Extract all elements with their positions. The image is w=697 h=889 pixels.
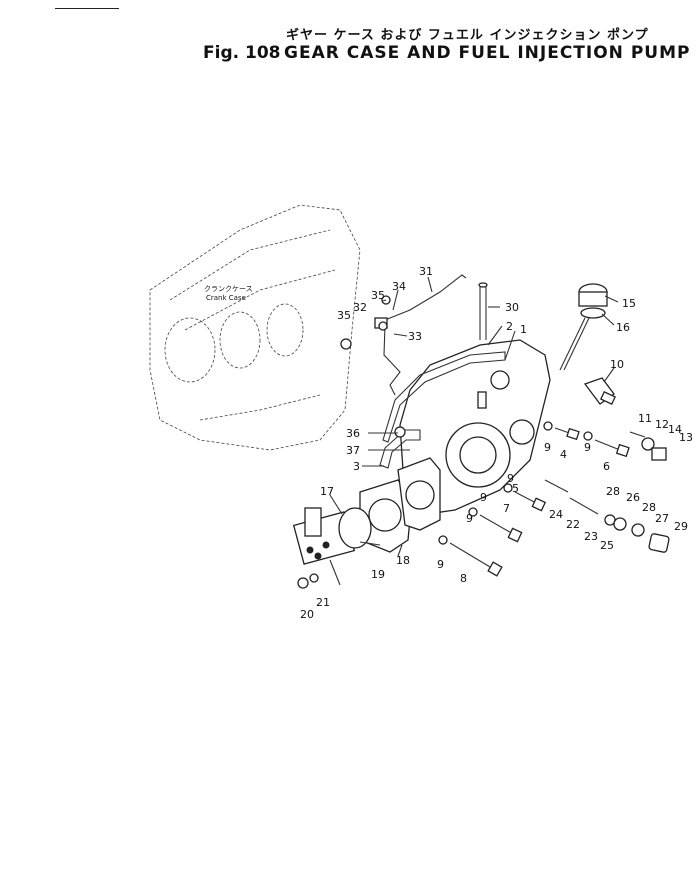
- english-title: GEAR CASE AND FUEL INJECTION PUMP: [284, 43, 691, 63]
- callout-9e: 9: [466, 512, 473, 525]
- oil-filler-cap: [559, 283, 608, 371]
- callout-21: 21: [316, 596, 330, 609]
- callout-30: 30: [505, 301, 519, 314]
- callout-16: 16: [616, 321, 630, 334]
- callout-33: 33: [408, 330, 422, 343]
- callout-32: 32: [353, 301, 367, 314]
- callout-36: 36: [346, 427, 360, 440]
- callout-22: 22: [566, 518, 580, 531]
- callout-19: 19: [371, 568, 385, 581]
- callout-26: 26: [626, 491, 640, 504]
- callout-34: 34: [392, 280, 406, 293]
- callout-15: 15: [622, 297, 636, 310]
- callout-23: 23: [584, 530, 598, 543]
- callout-14: 14: [668, 423, 682, 436]
- callout-6: 6: [603, 460, 610, 473]
- callout-10: 10: [610, 358, 624, 371]
- callout-5: 5: [512, 482, 519, 495]
- callout-4: 4: [560, 448, 567, 461]
- callout-25: 25: [600, 539, 614, 552]
- callout-9b: 9: [584, 441, 591, 454]
- crankcase-label-en: Crank Case: [206, 294, 246, 302]
- callout-17: 17: [320, 485, 334, 498]
- japanese-title: ギヤー ケース および フュエル インジェクション ポンプ: [286, 28, 649, 43]
- crankcase-label-jp: クランクケース: [204, 285, 253, 293]
- callout-24: 24: [549, 508, 563, 521]
- callout-31: 31: [419, 265, 433, 278]
- breather-tube: [478, 282, 488, 340]
- figure-number: Fig. 108: [203, 43, 281, 63]
- callout-9f: 9: [437, 558, 444, 571]
- callout-35b: 35: [337, 309, 351, 322]
- callout-35a: 35: [371, 289, 385, 302]
- callout-13: 13: [679, 431, 693, 444]
- callout-28a: 28: [606, 485, 620, 498]
- callout-9d: 9: [480, 491, 487, 504]
- callout-12: 12: [655, 418, 669, 431]
- callout-11: 11: [638, 412, 652, 425]
- callout-7: 7: [503, 502, 510, 515]
- leader-lines: [329, 276, 619, 557]
- pump-adapter-plate: [359, 457, 441, 553]
- sender-unit: [583, 377, 616, 406]
- fuel-injection-pump: [292, 507, 372, 586]
- callout-29: 29: [674, 520, 688, 533]
- callout-37: 37: [346, 444, 360, 457]
- callout-18: 18: [396, 554, 410, 567]
- callout-2: 2: [506, 320, 513, 333]
- callout-1: 1: [520, 323, 527, 336]
- callout-9c: 9: [507, 472, 514, 485]
- header-rule: [55, 8, 119, 9]
- callout-8: 8: [460, 572, 467, 585]
- callout-9a: 9: [544, 441, 551, 454]
- callouts: 1 2 3 4 5 6 7 8 9 9 9 9 9 9 10 11 12 13 …: [300, 265, 693, 621]
- fasteners: [297, 295, 670, 589]
- crankcase-block: クランクケース Crank Case: [149, 204, 361, 451]
- callout-28b: 28: [642, 501, 656, 514]
- callout-20: 20: [300, 608, 314, 621]
- callout-27: 27: [655, 512, 669, 525]
- callout-3: 3: [353, 460, 360, 473]
